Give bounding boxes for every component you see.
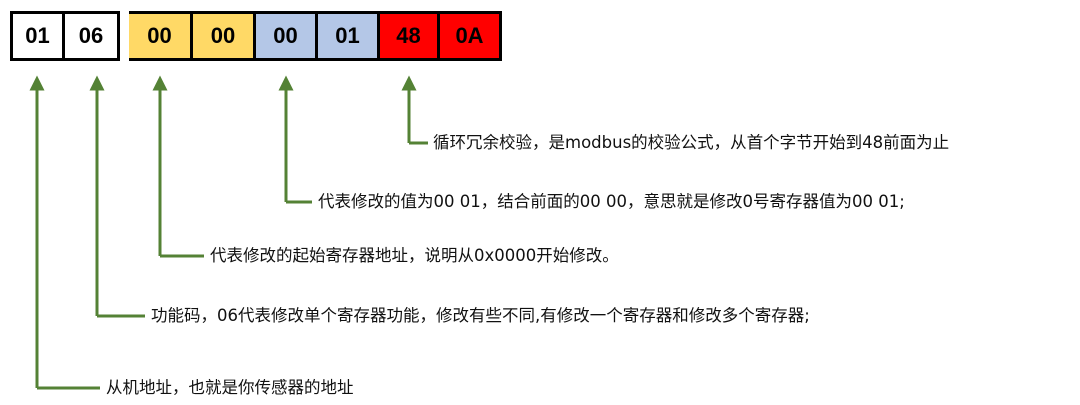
modbus-frame: 01 06 00 00 00 01 48 0A (0, 0, 1080, 70)
byte-value-low: 01 (318, 11, 380, 61)
annotation-slave-address: 从机地址，也就是你传感器的地址 (106, 378, 354, 397)
byte-value-high: 00 (256, 11, 318, 61)
byte-crc-low: 48 (380, 11, 440, 61)
annotation-register-address: 代表修改的起始寄存器地址，说明从0x0000开始修改。 (210, 246, 619, 265)
byte-function-code: 06 (65, 11, 120, 61)
byte-slave-address: 01 (10, 11, 65, 61)
annotation-crc: 循环冗余校验，是modbus的校验公式，从首个字节开始到48前面为止 (433, 133, 950, 152)
annotation-function-code: 功能码，06代表修改单个寄存器功能，修改有些不同,有修改一个寄存器和修改多个寄存… (151, 306, 810, 325)
byte-crc-high: 0A (440, 11, 502, 61)
byte-register-address-low: 00 (193, 11, 256, 61)
byte-register-address-high: 00 (129, 11, 193, 61)
annotation-value: 代表修改的值为00 01，结合前面的00 00，意思就是修改0号寄存器值为00 … (318, 192, 905, 211)
